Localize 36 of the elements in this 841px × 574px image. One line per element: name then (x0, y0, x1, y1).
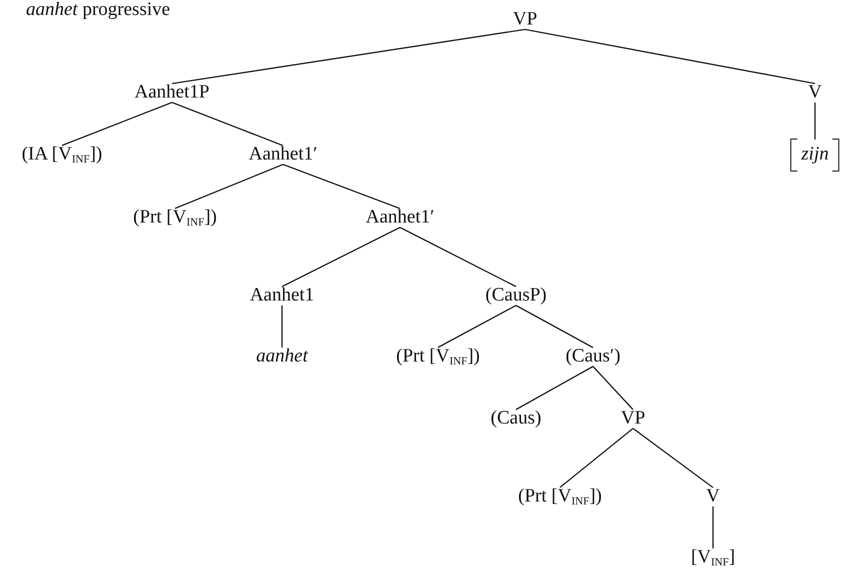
diagram-title: aanhet progressive (26, 0, 170, 21)
tree-node-label: (Caus) (490, 408, 542, 430)
tree-branch (400, 226, 516, 288)
tree-branch (174, 164, 284, 210)
tree-branch (172, 102, 284, 146)
tree-node-label: (Prt [V$_{INF}$]) (132, 207, 218, 229)
tree-branch (172, 28, 526, 84)
tree-branch (592, 366, 634, 410)
tree-node-label: (Prt [V$_{INF}$]) (395, 346, 481, 368)
tree-branch (560, 428, 634, 488)
tree-node-label: Aanhet1′ (364, 208, 436, 228)
tree-branch (814, 102, 816, 140)
tree-node-label: V (807, 82, 823, 104)
tree-node-label: V (705, 486, 721, 508)
tree-node-label: (IA [V$_{INF}$]) (20, 144, 104, 166)
tree-branch (712, 506, 714, 548)
tree-node-label: aanhet (255, 346, 309, 368)
tree-node-label: (Caus′) (564, 346, 622, 368)
tree-node-label: (Prt [V$_{INF}$]) (517, 486, 603, 508)
tree-node-label: (CausP) (484, 286, 548, 306)
tree-node-label: Aanhet1 (248, 286, 316, 306)
tree-branch (524, 28, 816, 84)
tree-branch (438, 304, 516, 348)
tree-node-label: VP (620, 408, 646, 430)
tree-branch (516, 366, 594, 410)
tree-node-label: [V$_{INF}$] (690, 547, 736, 569)
tree-branch (62, 102, 172, 146)
tree-node-label: VP (512, 10, 538, 30)
tree-node-label: Aanhet1P (134, 82, 210, 104)
bracketed-word: zijn (790, 138, 840, 172)
tree-node-label: Aanhet1′ (248, 144, 318, 166)
tree-branch (516, 304, 594, 348)
tree-branch (282, 164, 400, 210)
tree-branch (281, 305, 283, 348)
tree-branch (632, 428, 714, 488)
tree-branch (282, 226, 400, 288)
